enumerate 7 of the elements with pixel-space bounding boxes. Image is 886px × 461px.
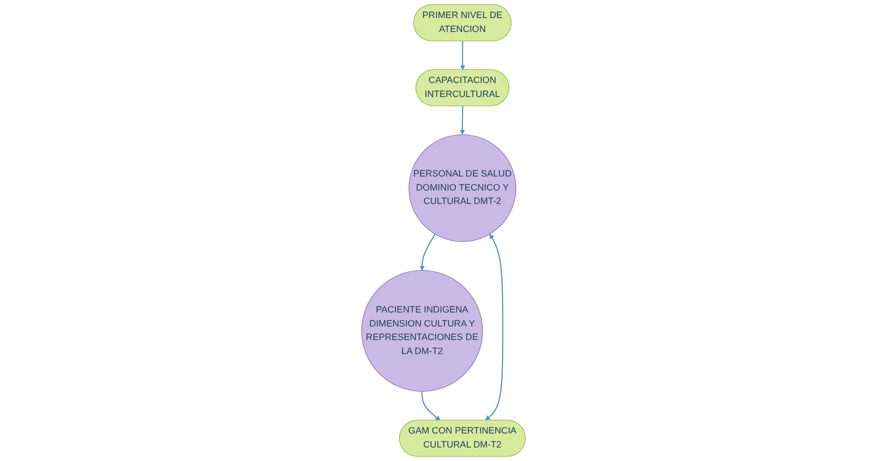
node-circle: PERSONAL DE SALUD DOMINIO TECNICO Y CULTURAL DMT-2 <box>408 134 516 242</box>
node-circle: PACIENTE INDIGENA DIMENSION CULTURA Y REPRESENTACIONES DE LA DM-T2 <box>360 270 482 392</box>
arrow <box>460 41 465 70</box>
arrow <box>421 391 440 421</box>
arrow <box>484 234 503 420</box>
arrow <box>419 234 436 271</box>
arrow <box>459 106 464 135</box>
